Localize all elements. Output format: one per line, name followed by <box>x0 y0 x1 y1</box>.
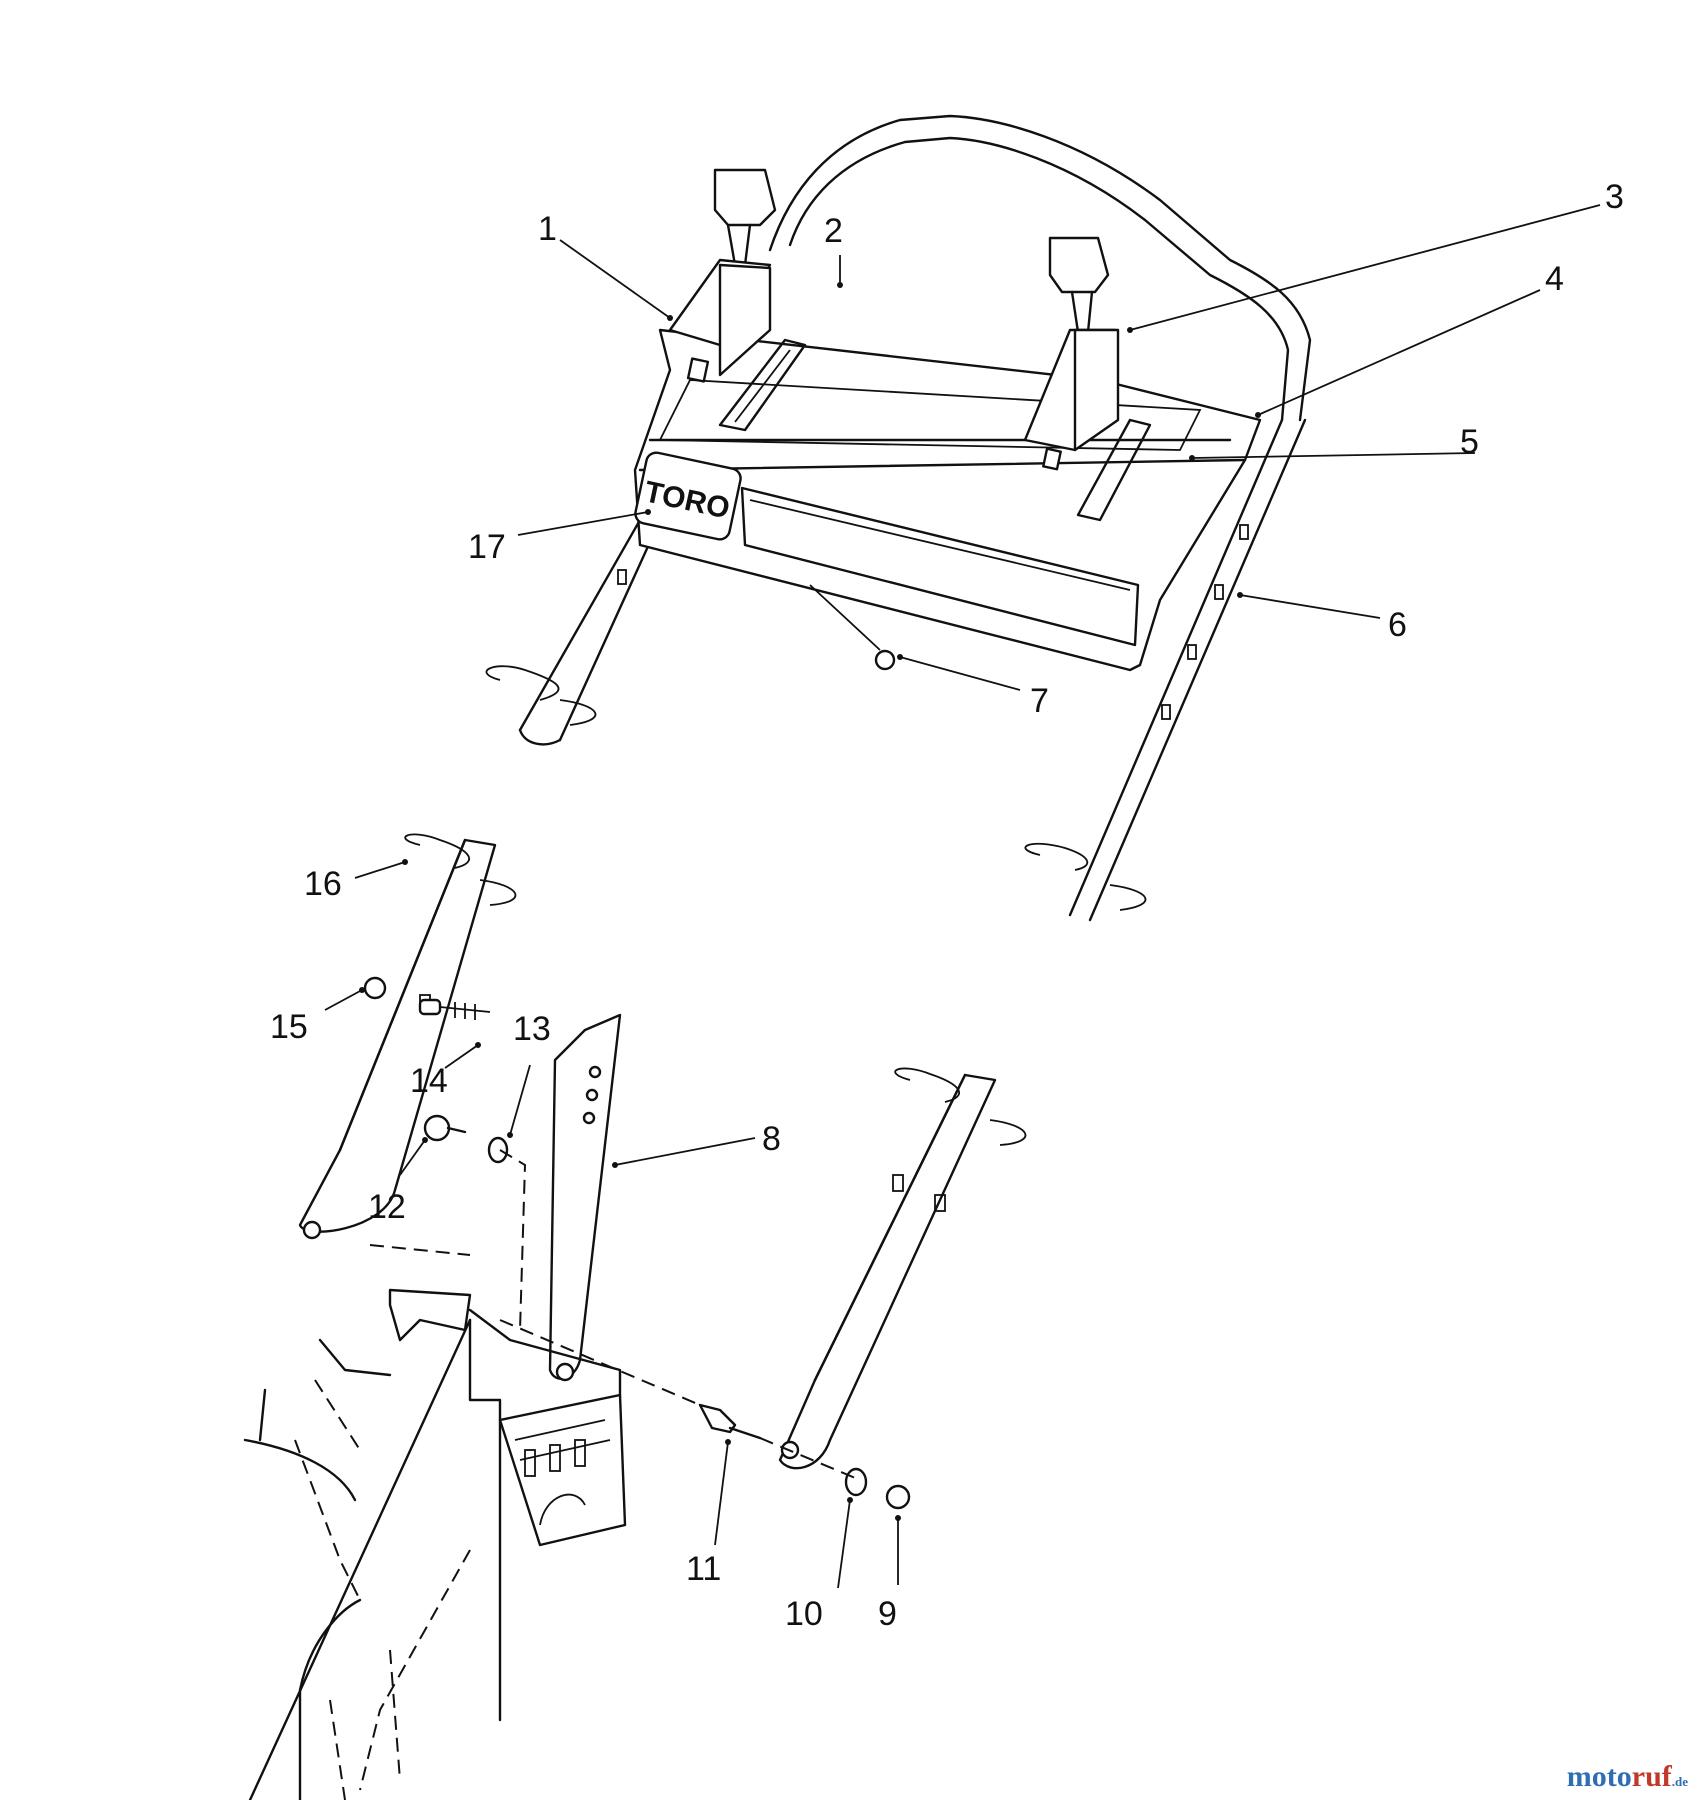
callout-8: 8 <box>762 1120 781 1158</box>
watermark: motoruf.de <box>1567 1760 1688 1794</box>
carriage-bolt <box>418 998 491 1020</box>
callout-14: 14 <box>410 1062 448 1100</box>
callout-11: 11 <box>686 1550 721 1588</box>
watermark-domain: .de <box>1671 1774 1688 1789</box>
height-adjust-bracket <box>548 1013 622 1382</box>
callout-3: 3 <box>1605 178 1624 216</box>
nut-lower <box>885 1484 911 1510</box>
mower-deck <box>243 1288 627 1802</box>
callout-10: 10 <box>785 1595 823 1633</box>
callout-4: 4 <box>1545 260 1564 298</box>
callout-5: 5 <box>1460 423 1479 461</box>
callout-2: 2 <box>824 212 843 250</box>
panel-screw <box>874 649 896 671</box>
hairpin-clip-lower-right <box>894 1067 1027 1146</box>
shift-lever-left <box>668 168 777 383</box>
watermark-ruf: ruf <box>1631 1760 1672 1793</box>
callout-6: 6 <box>1388 606 1407 644</box>
hairpin-clip-upper-right <box>1024 842 1147 911</box>
callout-16: 16 <box>304 865 342 903</box>
callout-13: 13 <box>513 1010 551 1048</box>
washer-lower <box>844 1467 868 1497</box>
shoulder-bolt <box>423 1114 467 1142</box>
upper-handle <box>518 114 1312 922</box>
hairpin-clip-lower-left <box>404 833 517 906</box>
callout-7: 7 <box>1030 682 1049 720</box>
callout-15: 15 <box>270 1008 308 1046</box>
shift-lever-right <box>1023 236 1120 471</box>
callout-labels: 1 2 3 4 5 6 7 8 9 10 11 12 13 14 15 16 1… <box>270 178 1624 1633</box>
callout-1: 1 <box>538 210 557 248</box>
callout-9: 9 <box>878 1595 897 1633</box>
nut-upper <box>363 976 387 1000</box>
lower-handle-right <box>778 1073 997 1470</box>
watermark-moto: moto <box>1566 1760 1632 1793</box>
toro-decal: TORO <box>634 451 742 541</box>
callout-17: 17 <box>468 528 506 566</box>
washer-upper <box>487 1136 509 1164</box>
assembly-lines <box>294 1149 861 1801</box>
shoulder-stud <box>698 1403 762 1440</box>
callout-12: 12 <box>368 1188 406 1226</box>
hairpin-clip-upper-left <box>485 665 597 726</box>
leader-lines <box>324 204 1601 1589</box>
lower-handle-left <box>298 838 497 1240</box>
